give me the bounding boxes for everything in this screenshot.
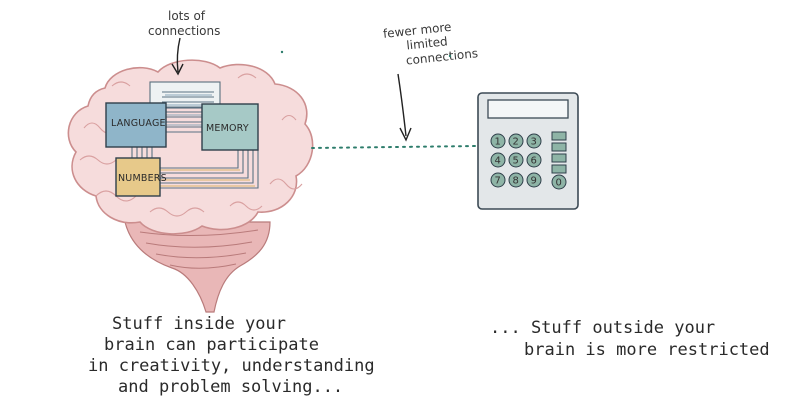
right-caption-line1: ... Stuff outside your — [490, 318, 715, 338]
left-caption-line4: and problem solving... — [118, 377, 343, 397]
key-6: 6 — [531, 156, 537, 167]
key-4: 4 — [495, 156, 501, 167]
left-caption-line1: Stuff inside your — [112, 314, 286, 334]
key-0: 0 — [556, 178, 562, 189]
key-3: 3 — [531, 137, 537, 148]
numbers-label: NUMBERS — [118, 173, 167, 184]
mid-annotation-line2: limited — [406, 34, 449, 52]
mid-annotation: fewer more limited connections — [382, 20, 478, 68]
key-5: 5 — [513, 156, 519, 167]
top-arrow — [171, 37, 184, 76]
brain-stem — [124, 221, 271, 313]
left-caption-line3: in creativity, understanding — [88, 356, 375, 376]
top-annotation-line1: lots of — [168, 9, 206, 23]
top-annotation-line2: connections — [148, 24, 220, 38]
calculator-display — [487, 99, 569, 119]
key-2: 2 — [513, 137, 519, 148]
calculator-keys: 1 2 3 4 5 6 7 8 9 0 — [490, 133, 567, 190]
numbers-box: NUMBERS — [115, 157, 167, 197]
key-1: 1 — [495, 137, 501, 148]
memory-box: MEMORY — [201, 103, 259, 151]
right-caption-line2: brain is more restricted — [524, 340, 770, 360]
memory-label: MEMORY — [206, 123, 249, 134]
left-caption-line2: brain can participate — [104, 335, 319, 355]
key-9: 9 — [531, 176, 537, 187]
language-box: LANGUAGE — [105, 102, 167, 148]
limited-connection-line — [311, 145, 479, 149]
key-8: 8 — [513, 176, 519, 187]
key-7: 7 — [495, 176, 501, 187]
language-label: LANGUAGE — [111, 118, 166, 129]
calculator: 1 2 3 4 5 6 7 8 9 0 — [477, 92, 579, 210]
mid-arrow — [397, 73, 412, 142]
